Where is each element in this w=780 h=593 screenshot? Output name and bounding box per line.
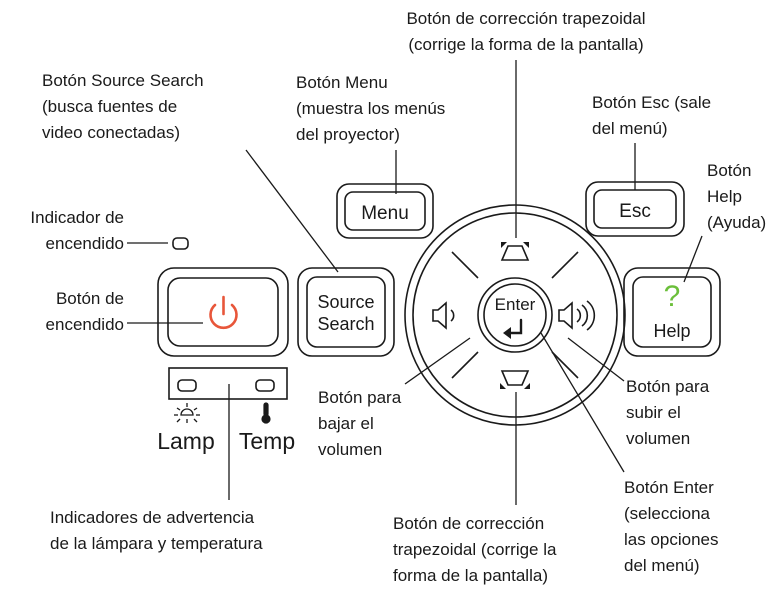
power-icon [209, 295, 238, 330]
menu-label-line: Botón Menu [296, 73, 388, 92]
leader-lines [127, 60, 703, 505]
esc-label-line: del menú) [592, 119, 668, 138]
help-question-icon: ? [664, 280, 681, 313]
enter-label-line: (selecciona [624, 504, 710, 523]
sun-icon [174, 403, 200, 423]
help-label-line: (Ayuda) [707, 213, 767, 232]
warning-indicator-panel [168, 367, 288, 400]
return-arrow-icon [503, 318, 523, 339]
power-button-label-line: encendido [45, 315, 124, 334]
source-search-label-line: video conectadas) [42, 123, 180, 142]
keystone-bottom-label-line: trapezoidal (corrige la [393, 540, 557, 559]
source-search-label: Botón Source Search (busca fuentes de vi… [42, 68, 204, 146]
ring-dividers [451, 251, 579, 379]
warning-indicators-label: Indicadores de advertencia de la lámpara… [50, 505, 263, 557]
power-indicator-label-line: Indicador de [30, 208, 124, 227]
power-indicator-label: Indicador de encendido [0, 205, 124, 257]
temp-indicator-led [255, 379, 275, 392]
enter-label: Botón Enter (selecciona las opciones del… [624, 475, 719, 579]
warning-indicators-label-line: de la lámpara y temperatura [50, 534, 263, 553]
temp-label: Temp [239, 428, 295, 454]
esc-button-label: Esc [619, 201, 651, 222]
menu-button[interactable] [336, 183, 434, 239]
help-label-line: Botón [707, 161, 752, 180]
lamp-label: Lamp [157, 428, 215, 454]
power-button-label-line: Botón de [55, 289, 124, 308]
source-button-label-line1: Source [317, 292, 374, 312]
navigation-ring[interactable] [404, 204, 626, 426]
volume-down-label-line: Botón para [318, 388, 402, 407]
menu-button-label: Menu [361, 203, 409, 224]
keystone-down-icon [500, 370, 530, 389]
power-button[interactable] [157, 267, 289, 357]
lamp-indicator-led [177, 379, 197, 392]
help-label-line: Help [707, 187, 742, 206]
keystone-top-label-line: (corrige la forma de la pantalla) [408, 35, 644, 54]
warning-indicators-label-line: Indicadores de advertencia [50, 508, 255, 527]
enter-label-line: las opciones [624, 530, 719, 549]
power-button-label: Botón de encendido [0, 286, 124, 338]
keystone-top-label-line: Botón de corrección trapezoidal [406, 9, 646, 28]
esc-label-line: Botón Esc (sale [592, 93, 712, 112]
speaker-high-icon [558, 300, 596, 331]
enter-button[interactable] [477, 277, 553, 353]
volume-up-label-line: Botón para [626, 377, 710, 396]
thermometer-icon [261, 402, 271, 424]
power-indicator-label-line: encendido [45, 234, 124, 253]
menu-label: Botón Menu (muestra los menús del proyec… [296, 70, 445, 148]
source-search-label-line: Botón Source Search [42, 71, 204, 90]
help-button[interactable] [623, 267, 721, 357]
volume-up-label-line: subir el [626, 403, 681, 422]
menu-label-line: del proyector) [296, 125, 400, 144]
menu-label-line: (muestra los menús [296, 99, 446, 118]
enter-label-line: del menú) [624, 556, 700, 575]
keystone-bottom-label-line: Botón de corrección [393, 514, 545, 533]
source-search-button[interactable] [297, 267, 395, 357]
power-indicator-led [172, 237, 189, 250]
esc-label: Botón Esc (sale del menú) [592, 90, 711, 142]
volume-up-label: Botón para subir el volumen [626, 374, 709, 452]
volume-down-label-line: volumen [318, 440, 383, 459]
keystone-bottom-label-line: forma de la pantalla) [393, 566, 548, 585]
keystone-bottom-label: Botón de corrección trapezoidal (corrige… [393, 511, 556, 589]
volume-up-label-line: volumen [626, 429, 691, 448]
help-button-label: Help [653, 321, 690, 341]
volume-down-label-line: bajar el [318, 414, 374, 433]
keystone-top-label: Botón de corrección trapezoidal (corrige… [396, 6, 656, 58]
source-button-label-line2: Search [317, 314, 374, 334]
keystone-up-icon [500, 242, 530, 261]
enter-button-label: Enter [495, 295, 536, 314]
source-search-label-line: (busca fuentes de [42, 97, 178, 116]
speaker-low-icon [432, 301, 455, 330]
enter-label-line: Botón Enter [624, 478, 714, 497]
volume-down-label: Botón para bajar el volumen [318, 385, 401, 463]
help-label: Botón Help (Ayuda) [707, 158, 766, 236]
